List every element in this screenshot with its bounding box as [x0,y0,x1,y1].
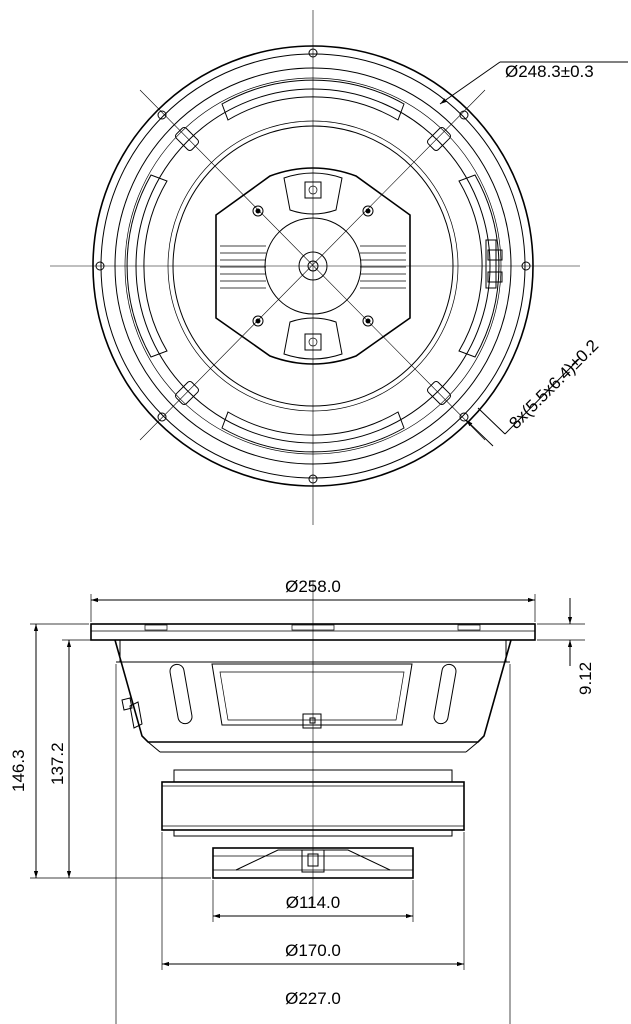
terminal-tab-top-view [485,239,503,289]
window-slot-top [221,79,405,121]
frame-ring-3 [114,67,512,465]
mounting-hole [157,110,167,120]
basket-windows [169,663,457,726]
small-slot [427,381,451,405]
heatsink-fins-right [360,245,406,289]
basket-frame [114,639,512,743]
dim-outer-diameter: Ø258.0 [285,577,341,596]
mounting-hole [308,474,318,484]
basket-window [169,663,193,725]
frame-ring-7 [172,125,454,407]
frame-small-slots [175,127,451,405]
dim-227: Ø227.0 [285,989,341,1008]
mounting-holes [95,48,531,484]
terminal-block-bottom [283,317,343,360]
side-view: Ø258.0 9.12 146.3 137.2 Ø114.0 Ø170.0 Ø2… [9,577,595,1024]
screw-icon [362,205,374,217]
pole-piece-inner [298,251,328,281]
leader-holes [465,419,494,447]
motor-assembly-top [215,167,411,365]
mounting-hole [521,261,531,271]
basket-window-center [211,663,413,726]
small-slot [175,127,199,151]
top-view: Ø248.3±0.3 8x(5.5x6.4)±0.2 [50,10,628,525]
terminal-tab-side [121,697,143,729]
dim-114: Ø114.0 [286,893,341,912]
frame-ring-6 [167,120,459,412]
flange-holes [144,624,481,631]
screw-icon [252,205,264,217]
dim-mount-depth: 137.2 [48,742,67,785]
frame-ring-2 [100,53,526,479]
dim-holes: 8x(5.5x6.4)±0.2 [505,336,602,433]
frame-outer-ring [92,45,534,487]
dim-flange-thickness: 9.12 [576,662,595,695]
terminal-top [304,181,322,199]
mounting-hole [459,110,469,120]
terminal-bottom [304,333,322,351]
frame-flange [90,623,536,641]
frame-ring-5 [135,88,491,444]
back-plate [212,847,414,879]
mounting-hole [308,48,318,58]
window-slot-bottom [221,411,405,453]
center-marker [302,713,322,729]
dim-170: Ø170.0 [285,941,341,960]
leader-bolt-circle [439,61,501,105]
mounting-hole [459,412,469,422]
small-slot [175,381,199,405]
dim-total-depth: 146.3 [9,749,28,792]
frame-ring-4 [124,77,502,455]
magnet [161,781,465,831]
heatsink-fins-left [220,245,266,289]
frame-window-slots [126,79,500,453]
window-slot-right [458,174,500,358]
center-vent [307,260,319,272]
pole-piece-outer [264,217,362,315]
small-slot [427,127,451,151]
window-slot-left [126,174,168,358]
motor-plate [215,167,411,365]
dim-bolt-circle: Ø248.3±0.3 [505,62,594,81]
top-view-diagonal-centerline-b [139,89,486,441]
screw-icon [252,315,264,327]
screw-icon [362,315,374,327]
mounting-hole [95,261,105,271]
terminal-block-top [283,172,343,215]
basket-window [433,663,457,725]
mounting-hole [157,412,167,422]
